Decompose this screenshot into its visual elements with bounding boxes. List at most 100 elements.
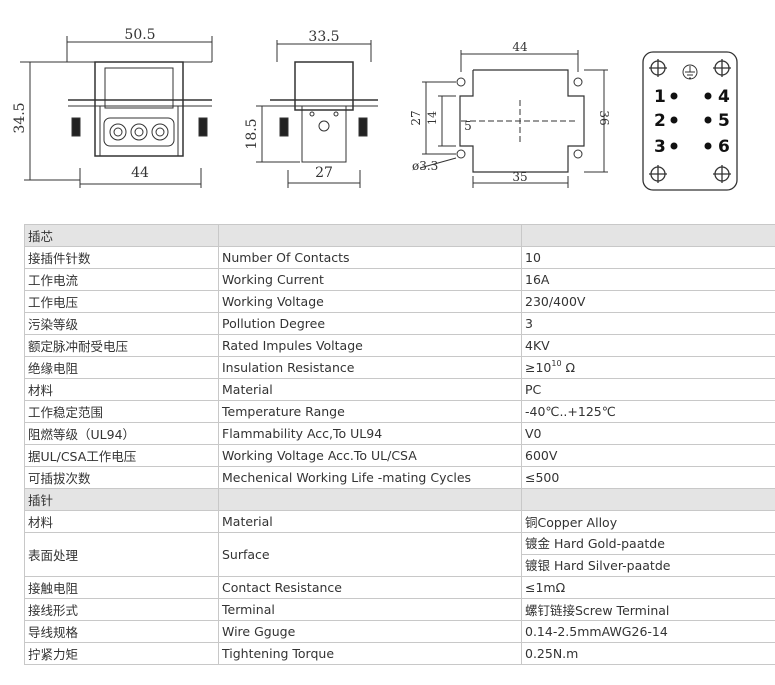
spec-value: ≤500 <box>521 466 775 489</box>
en-label: Material <box>218 510 522 533</box>
pin-dot-3 <box>670 142 678 150</box>
en-label: Number Of Contacts <box>218 246 522 269</box>
pin-label-1: 1 <box>654 87 666 107</box>
dim-cutout-right: 36 <box>597 110 611 125</box>
cn-label: 据UL/CSA工作电压 <box>24 444 219 467</box>
en-label: Flammability Acc,To UL94 <box>218 422 522 445</box>
dim-side-height: 18.5 <box>244 118 260 149</box>
spec-value: 铜Copper Alloy <box>521 510 775 533</box>
pin-label-3: 3 <box>654 137 666 157</box>
pin-label-5: 5 <box>718 111 730 131</box>
dim-cutout-inner: 14 <box>426 111 439 125</box>
en-label: Terminal <box>218 598 522 621</box>
dim-front-height: 34.5 <box>12 102 28 133</box>
en-label: Contact Resistance <box>218 576 522 599</box>
cn-label: 污染等级 <box>24 312 219 335</box>
spec-value: 0.25N.m <box>521 642 775 665</box>
section-row-contact: 插针 <box>24 488 775 511</box>
pin-dot-2 <box>670 116 678 124</box>
cn-label: 导线规格 <box>24 620 219 643</box>
cn-label: 额定脉冲耐受电压 <box>24 334 219 357</box>
cn-label: 接触电阻 <box>24 576 219 599</box>
technical-drawings: 50.5 34.5 44 33.5 18.5 27 <box>12 27 738 191</box>
en-label: Mechenical Working Life -mating Cycles <box>218 466 522 489</box>
cn-label: 材料 <box>24 510 219 533</box>
panel-cutout-drawing <box>419 50 608 188</box>
section-row-insert: 插芯 <box>24 224 775 247</box>
cn-label: 表面处理 <box>24 532 219 577</box>
en-label: Wire Gguge <box>218 620 522 643</box>
section-title: 插芯 <box>24 224 219 247</box>
en-label: Pollution Degree <box>218 312 522 335</box>
spec-value: ≥1010 Ω <box>521 356 775 379</box>
en-label: Insulation Resistance <box>218 356 522 379</box>
dim-side-width: 33.5 <box>308 29 339 45</box>
spec-value: 230/400V <box>521 290 775 313</box>
en-label: Tightening Torque <box>218 642 522 665</box>
en-label: Working Voltage Acc.To UL/CSA <box>218 444 522 467</box>
spec-value: V0 <box>521 422 775 445</box>
en-label: Material <box>218 378 522 401</box>
pin-label-2: 2 <box>654 111 666 131</box>
spec-value: 4KV <box>521 334 775 357</box>
dim-front-bottom: 44 <box>131 165 149 181</box>
spec-value: 螺钉链接Screw Terminal <box>521 598 775 621</box>
cn-label: 材料 <box>24 378 219 401</box>
cn-label: 阻燃等级（UL94） <box>24 422 219 445</box>
spec-value: 16A <box>521 268 775 291</box>
en-label: Working Current <box>218 268 522 291</box>
pin-label-6: 6 <box>718 137 730 157</box>
pin-dot-5 <box>704 116 712 124</box>
en-label: Rated Impules Voltage <box>218 334 522 357</box>
spec-value: 0.14-2.5mmAWG26-14 <box>521 620 775 643</box>
cn-label: 拧紧力矩 <box>24 642 219 665</box>
spec-value: ≤1mΩ <box>521 576 775 599</box>
dim-cutout-bottom: 35 <box>512 170 527 184</box>
spec-value: 3 <box>521 312 775 335</box>
cn-label: 绝缘电阻 <box>24 356 219 379</box>
cn-label: 工作电压 <box>24 290 219 313</box>
spec-value: 镀银 Hard Silver-paatde <box>522 554 775 576</box>
front-view-drawing <box>20 36 213 188</box>
table-row: 材料 Material 铜Copper Alloy <box>24 510 775 533</box>
cn-label: 接线形式 <box>24 598 219 621</box>
pin-dot-1 <box>670 92 678 100</box>
spec-value: 10 <box>521 246 775 269</box>
section-title: 插针 <box>24 488 219 511</box>
en-label: Working Voltage <box>218 290 522 313</box>
cn-label: 接插件针数 <box>24 246 219 269</box>
dim-cutout-top: 44 <box>512 40 528 54</box>
ground-icon <box>682 64 698 80</box>
en-label: Temperature Range <box>218 400 522 423</box>
dim-cutout-offset: 5 <box>464 119 472 133</box>
pin-layout-drawing <box>642 51 738 191</box>
en-label: Surface <box>218 532 522 577</box>
spec-value: PC <box>521 378 775 401</box>
dim-side-bottom: 27 <box>315 165 333 181</box>
dim-cutout-hole: ø3.3 <box>412 159 438 173</box>
pin-dot-6 <box>704 142 712 150</box>
spec-value: 镀金 Hard Gold-paatde <box>525 536 665 551</box>
dim-cutout-left: 27 <box>409 110 423 125</box>
cn-label: 工作稳定范围 <box>24 400 219 423</box>
side-view-drawing <box>256 40 378 188</box>
pin-label-4: 4 <box>718 87 730 107</box>
pin-dot-4 <box>704 92 712 100</box>
cn-label: 工作电流 <box>24 268 219 291</box>
cn-label: 可插拔次数 <box>24 466 219 489</box>
table-row: 表面处理 Surface 镀金 Hard Gold-paatde 镀银 Hard… <box>24 532 775 577</box>
spec-value-split: 镀金 Hard Gold-paatde 镀银 Hard Silver-paatd… <box>521 532 775 577</box>
